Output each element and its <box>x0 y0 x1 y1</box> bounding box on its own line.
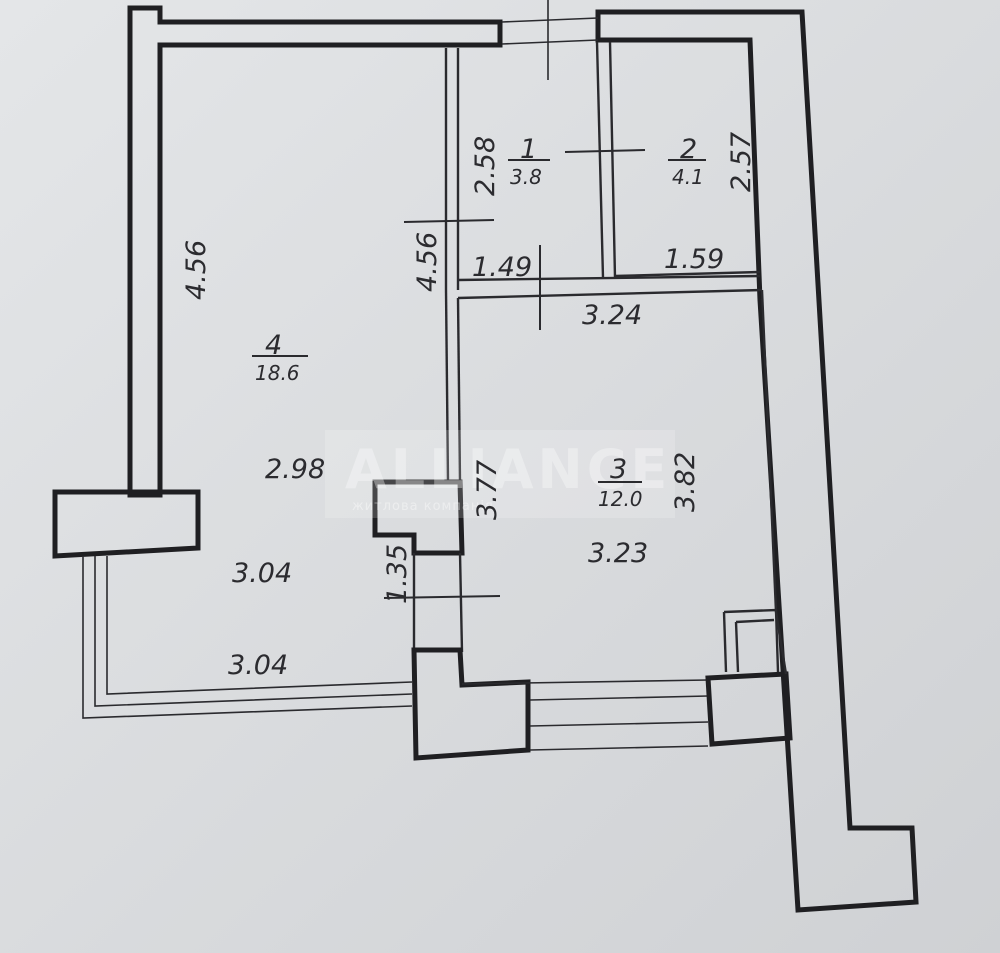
dim-room3-right: 3.82 <box>670 452 701 512</box>
watermark-brand: ALLIANCE <box>345 438 671 501</box>
dim-room4-width: 2.98 <box>265 454 325 485</box>
dim-room3-left: 3.77 <box>472 460 503 520</box>
exterior-walls <box>52 5 919 913</box>
room-4-area: 18.6 <box>255 361 300 385</box>
dim-room4-right: 4.56 <box>412 232 443 292</box>
dimension-labels: 4.56 4.56 2.98 3.04 3.04 2.58 1.49 2.57 … <box>181 132 757 681</box>
room-2-area: 4.1 <box>672 165 704 189</box>
room-1-number: 1 <box>520 134 537 165</box>
interior-walls <box>372 41 778 653</box>
entrance-door <box>501 0 599 80</box>
room-2-number: 2 <box>680 134 697 165</box>
dim-loggia-width: 3.04 <box>228 650 288 681</box>
room-2-label: 2 4.1 <box>668 134 706 189</box>
watermark-subtitle: житлова компанія <box>352 499 494 514</box>
dim-room2-height: 2.57 <box>726 132 757 192</box>
room-3-area: 12.0 <box>598 487 643 511</box>
dim-room1-width: 1.49 <box>472 252 532 283</box>
room-3-number: 3 <box>610 454 627 485</box>
loggia <box>82 556 793 761</box>
dim-room3-width: 3.23 <box>588 538 648 569</box>
dim-loggia-depth: 3.04 <box>232 558 292 589</box>
room-1-label: 1 3.8 <box>508 134 550 189</box>
dim-room1-height: 2.58 <box>470 136 501 196</box>
dim-room4-left: 4.56 <box>181 240 212 300</box>
dim-room2-width: 1.59 <box>664 244 724 275</box>
room-4-number: 4 <box>265 330 282 361</box>
dim-room3-width-top: 3.24 <box>582 300 642 331</box>
room-4-label: 4 18.6 <box>252 330 308 385</box>
dimension-lines <box>383 149 646 599</box>
room-1-area: 3.8 <box>510 165 542 189</box>
room-labels: 1 3.8 2 4.1 3 12.0 4 18.6 <box>252 134 706 511</box>
room-3-label: 3 12.0 <box>598 454 643 511</box>
watermark: ALLIANCE житлова компанія <box>325 430 675 518</box>
dim-opening: 1.35 <box>382 544 413 604</box>
